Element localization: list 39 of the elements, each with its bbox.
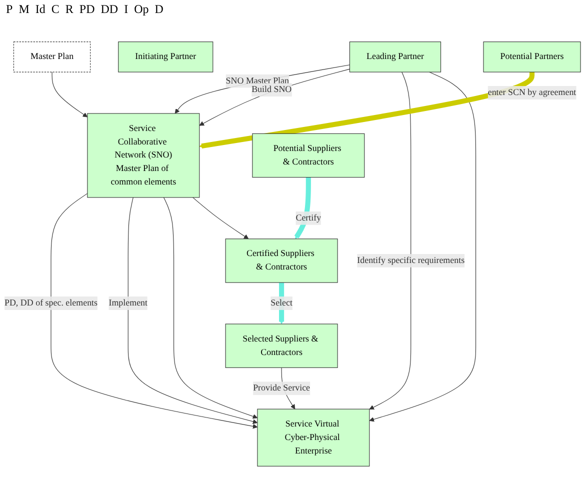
row-label: PD [79, 2, 95, 17]
node-box: Initiating Partner [118, 42, 214, 72]
arrow [52, 72, 88, 118]
edge-label: Select [270, 298, 292, 308]
arrow [50, 193, 258, 429]
arrow [279, 282, 284, 324]
row-label: I [124, 2, 128, 17]
node-box: Master Plan [13, 42, 91, 72]
edge-label: Implement [108, 298, 148, 308]
row-label: M [18, 2, 30, 17]
row-label: Op [134, 2, 149, 17]
edge-label: enter SCN by agreement [488, 88, 576, 98]
edge-label: Provide Service [253, 383, 310, 393]
row-label: R [65, 2, 74, 17]
node-box: Potential Partners [483, 42, 581, 72]
node-box: Potential Suppliers & Contractors [252, 133, 365, 178]
node-box: Selected Suppliers & Contractors [225, 324, 338, 368]
arrow [174, 64, 350, 114]
row-label: D [154, 2, 164, 17]
node-box: Service Virtual Cyber-Physical Enterprise [257, 408, 370, 466]
arrow [199, 68, 350, 126]
edge-label: PD, DD of spec. elements [4, 298, 98, 308]
row-label: Id [35, 2, 46, 17]
arrow [369, 72, 412, 410]
arrow [369, 72, 476, 422]
row-label: C [51, 2, 60, 17]
edge-label: SNO Master Plan [226, 76, 289, 86]
row-label: P [6, 2, 13, 17]
edge-label: Certify [296, 213, 322, 223]
edge-label: Identify specific requirements [357, 256, 465, 266]
edge-label: Build SNO [252, 84, 292, 94]
row-label: DD [100, 2, 118, 17]
node-box: Service Collaborative Network (SNO) Master Plan of common elements [87, 113, 200, 198]
arrow [128, 197, 258, 424]
arrow [163, 197, 258, 419]
arrow [199, 72, 535, 149]
arrow [192, 197, 249, 240]
node-box: Certified Suppliers & Contractors [225, 238, 338, 283]
node-box: Leading Partner [349, 42, 442, 72]
